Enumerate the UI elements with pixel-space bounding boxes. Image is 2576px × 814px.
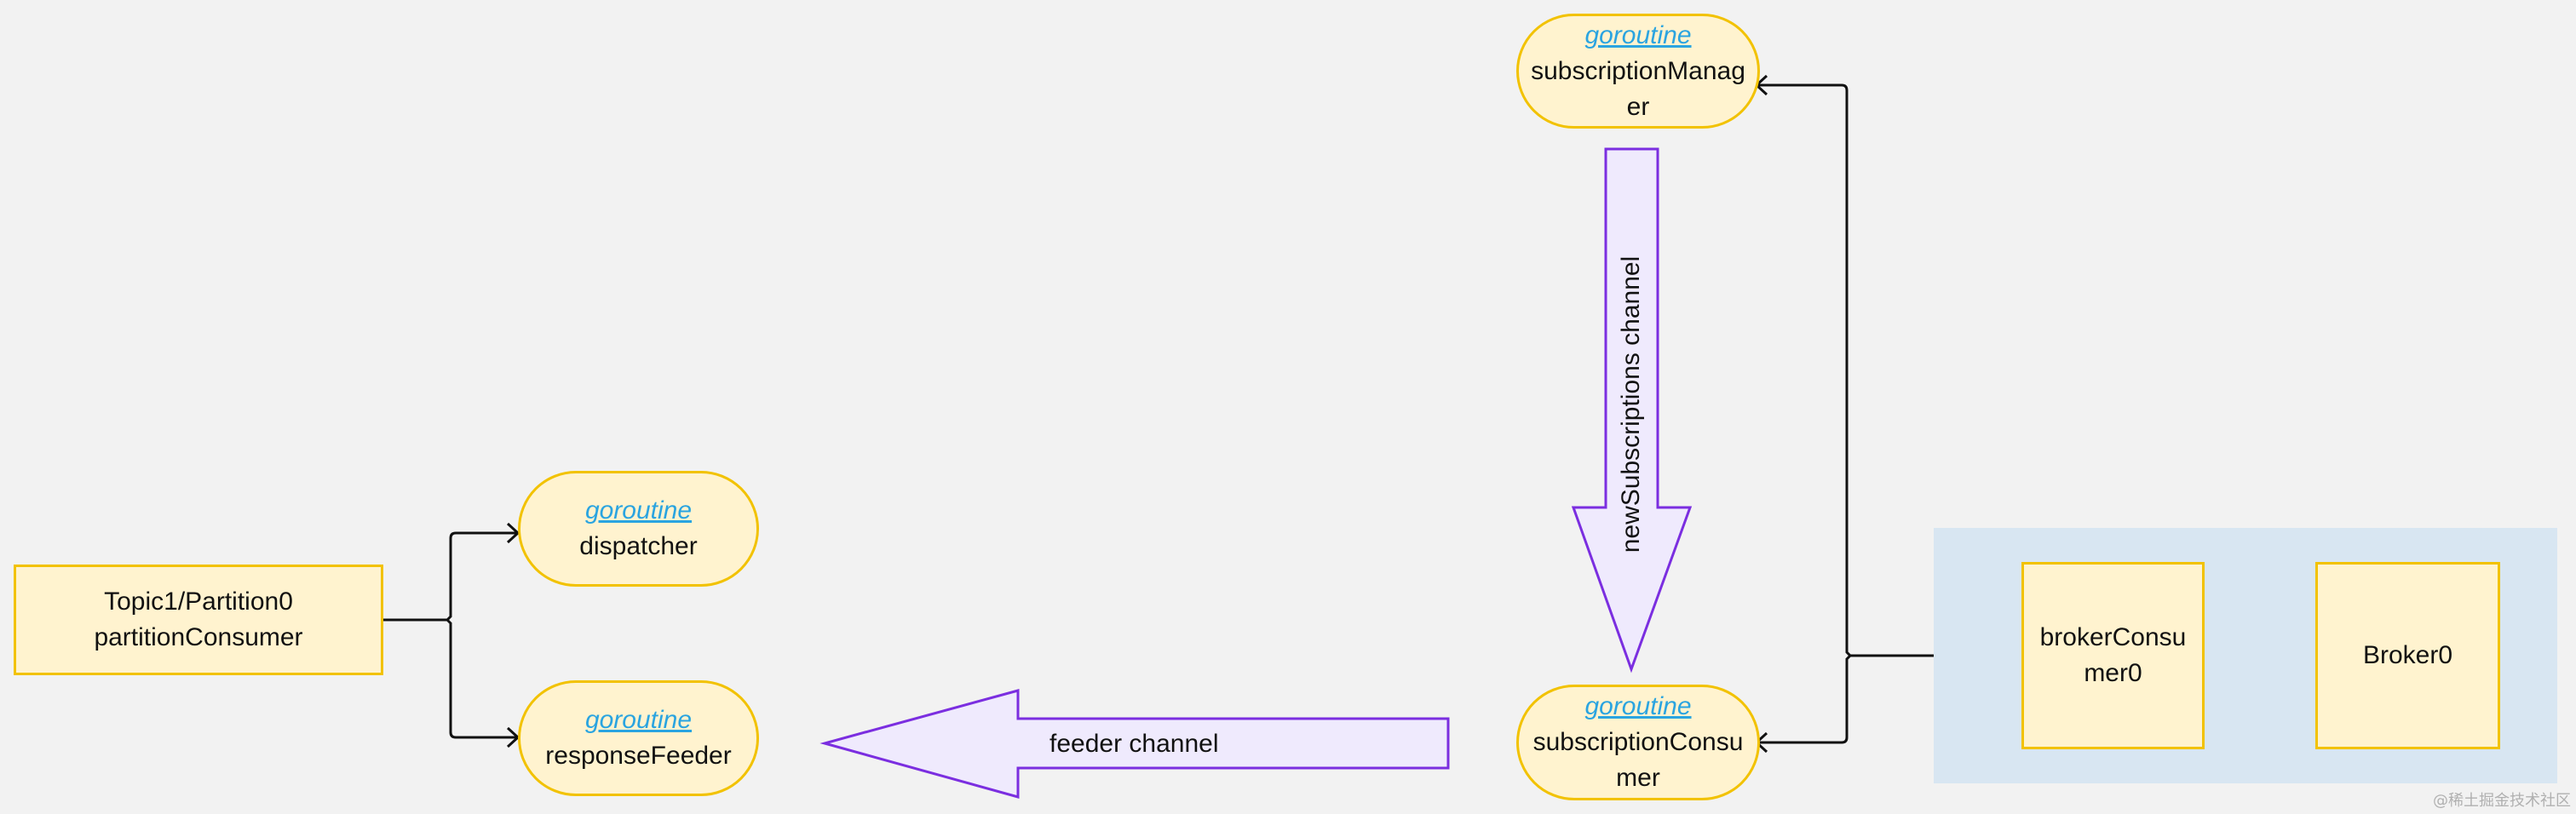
broker-consumer-name-line1: brokerConsu (2039, 623, 2187, 651)
partition-to-feeder-connector (446, 618, 516, 739)
feeder-channel-label: feeder channel (1049, 730, 1219, 758)
dispatcher-node: goroutine dispatcher (518, 471, 759, 587)
partition-consumer-topic: Topic1/Partition0 (104, 588, 293, 616)
dispatcher-name: dispatcher (579, 532, 698, 560)
broker-consumer-name-line2: mer0 (2084, 659, 2142, 687)
subscription-manager-name-line2: er (1626, 92, 1650, 121)
broker-name: Broker0 (2362, 641, 2453, 669)
partition-to-goroutines-connector (383, 531, 516, 622)
response-feeder-node: goroutine responseFeeder (518, 680, 759, 796)
subscription-manager-node: goroutine subscriptionManag er (1516, 14, 1760, 129)
partition-consumer-name: partitionConsumer (94, 623, 303, 651)
dispatcher-goroutine-link[interactable]: goroutine (584, 496, 693, 525)
partition-consumer-node: Topic1/Partition0 partitionConsumer (14, 565, 383, 675)
subscription-consumer-node: goroutine subscriptionConsu mer (1516, 685, 1760, 800)
subscription-manager-goroutine-link[interactable]: goroutine (1584, 20, 1692, 49)
new-subscriptions-channel-label: newSubscriptions channel (1617, 255, 1645, 553)
broker-to-manager-connector (1758, 83, 1934, 657)
subscription-manager-name-line1: subscriptionManag (1531, 56, 1745, 85)
watermark: @稀土掘金技术社区 (2433, 792, 2571, 810)
broker-consumer-node: brokerConsu mer0 (2021, 562, 2205, 749)
subscription-consumer-name-line1: subscriptionConsu (1532, 728, 1744, 756)
new-subscriptions-channel-arrow (1571, 147, 1693, 674)
response-feeder-name: responseFeeder (545, 742, 732, 770)
broker-node: Broker0 (2315, 562, 2500, 749)
subscription-consumer-goroutine-link[interactable]: goroutine (1584, 692, 1692, 720)
feeder-channel-arrow (819, 689, 1450, 799)
response-feeder-goroutine-link[interactable]: goroutine (584, 706, 693, 734)
subscription-consumer-name-line2: mer (1616, 764, 1660, 792)
broker-to-consumer-connector (1758, 654, 1852, 744)
